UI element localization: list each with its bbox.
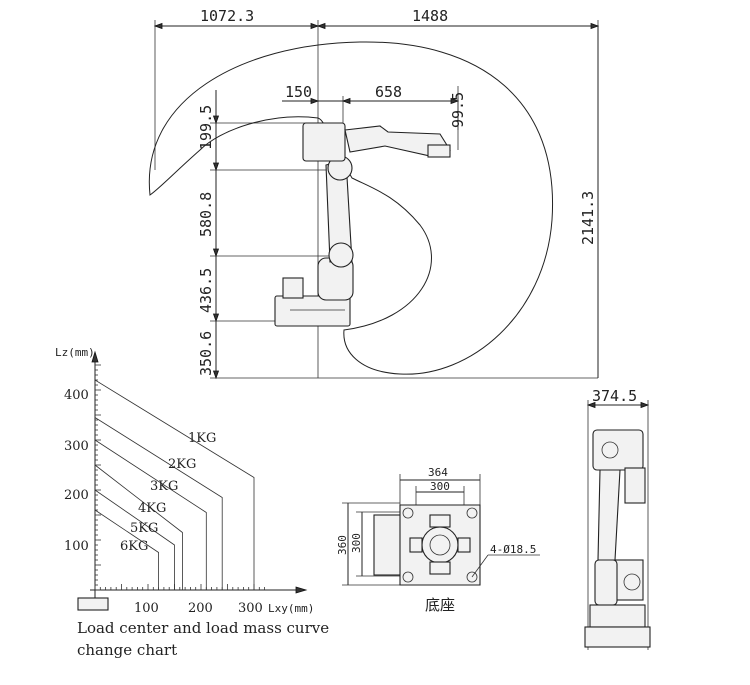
- dim-base-inner-height: 300: [350, 533, 363, 553]
- dim-wrist-drop: 99.5: [449, 92, 467, 128]
- front-view: 374.5: [584, 387, 651, 650]
- dim-upper-arm: 580.8: [197, 192, 215, 237]
- dim-forearm: 658: [375, 83, 402, 101]
- curve-label-2kg: 2KG: [168, 457, 196, 472]
- curve-1kg: [94, 379, 255, 590]
- curve-6kg: [94, 509, 160, 590]
- dim-top-offset: 199.5: [197, 105, 215, 150]
- x-tick: 300: [238, 601, 263, 616]
- base-label: 底座: [425, 596, 455, 614]
- robot-arm-front: [584, 429, 651, 648]
- load-chart: Lz(mm) Lxy(mm) 400 300 200 100 100 200 3…: [55, 346, 329, 659]
- x-tick: 200: [188, 601, 213, 616]
- side-view: 1072.3 1488 150 658 99.5 199.5 580.8 436…: [148, 7, 600, 380]
- curve-label-6kg: 6KG: [120, 539, 148, 554]
- chart-caption-line1: Load center and load mass curve: [77, 619, 329, 637]
- curve-4kg: [94, 464, 183, 590]
- y-axis-label: Lz(mm): [55, 346, 95, 359]
- dim-left-reach: 1072.3: [200, 7, 254, 25]
- base-view: 364 300 360 300 4-Ø18.5 底座: [336, 466, 540, 614]
- curve-3kg: [94, 439, 207, 590]
- curve-label-5kg: 5KG: [130, 521, 158, 536]
- curve-label-4kg: 4KG: [138, 501, 166, 516]
- dim-base-holes: 4-Ø18.5: [490, 543, 536, 556]
- chart-caption-line2: change chart: [77, 641, 177, 659]
- curve-2kg: [94, 417, 223, 590]
- y-tick: 100: [64, 539, 89, 554]
- dim-total-height: 2141.3: [579, 191, 597, 245]
- dim-base-height: 350.6: [197, 331, 215, 376]
- dim-front-width: 374.5: [592, 387, 637, 405]
- dim-base-inner-width: 300: [430, 480, 450, 493]
- curve-label-3kg: 3KG: [150, 479, 178, 494]
- y-tick: 200: [64, 488, 89, 503]
- dim-shoulder-height: 436.5: [197, 268, 215, 313]
- y-tick: 300: [64, 439, 89, 454]
- curve-5kg: [94, 489, 175, 590]
- dim-wrist-offset: 150: [285, 83, 312, 101]
- chart-tick-marks: [94, 364, 266, 591]
- x-tick: 100: [134, 601, 159, 616]
- curve-label-1kg: 1KG: [188, 431, 216, 446]
- y-tick: 400: [64, 388, 89, 403]
- robot-arm-side: [274, 122, 451, 327]
- work-envelope: [148, 41, 554, 375]
- dim-right-reach: 1488: [412, 7, 448, 25]
- dim-base-outer-height: 360: [336, 535, 349, 555]
- dim-base-outer-width: 364: [428, 466, 448, 479]
- x-axis-label: Lxy(mm): [268, 602, 314, 615]
- chart-curves: [94, 379, 255, 590]
